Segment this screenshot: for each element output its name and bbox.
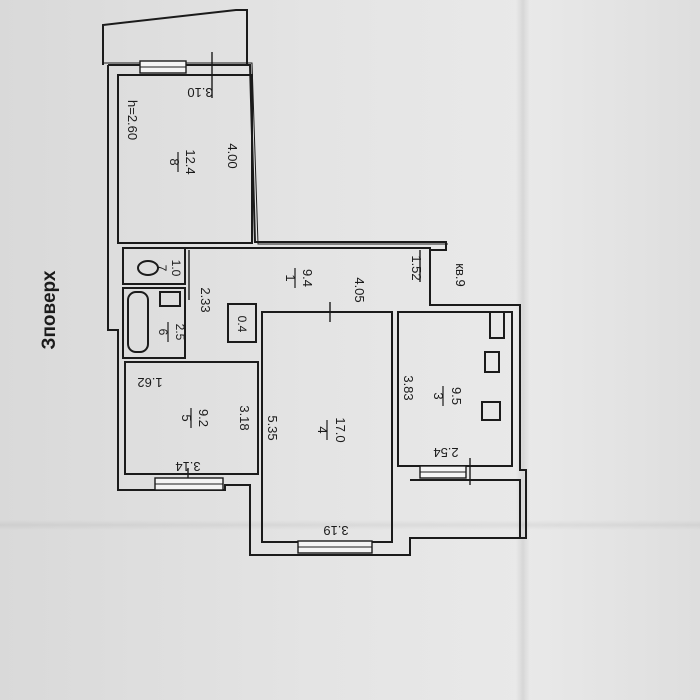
room-8-area: 12.4 [183,149,198,174]
room-5-area: 9.2 [196,409,211,427]
fridge-fixture [484,351,500,373]
ceiling-height-label: h=2.60 [125,100,140,140]
room-8-number: 8 [167,158,182,165]
dim-400: 4.00 [225,143,240,168]
room-8-outline [117,74,253,244]
balcony-outline [102,9,248,65]
bathtub-fixture [127,291,149,353]
paper-fold-horizontal [0,520,700,530]
dim-314: 3.14 [175,459,200,474]
room-7-number: 7 [155,265,169,272]
room-6-outline [122,287,186,359]
outer-wall-inner-line [104,62,448,245]
room-6-number: 6 [156,329,170,336]
lower-balcony-outline [410,479,521,538]
room-3-number: 3 [431,392,446,399]
radiator-fixture [489,311,505,339]
room-6-area: 2.5 [173,324,187,341]
room-1-number: 1 [283,274,298,281]
room-7-area: 1.0 [169,260,183,277]
room-7-outline [122,247,186,285]
dim-319: 3.19 [323,523,348,538]
shaft-outline [227,303,257,343]
side-label: Зповерх [39,270,60,349]
corridor-outline [185,247,431,305]
room-5-number: 5 [179,414,194,421]
dim-535: 5.35 [265,415,280,440]
outer-wall [107,64,527,556]
dim-233: 2.33 [198,287,213,312]
dim-152: 1.52 [409,255,424,280]
dim-310: 3.10 [187,85,212,100]
room-3-area: 9.5 [449,387,464,405]
dim-254: 2.54 [433,445,458,460]
stove-fixture [481,401,501,421]
room-4-number: 4 [315,426,330,433]
dim-405: 4.05 [352,277,367,302]
dim-04: 0.4 [235,316,249,333]
toilet-fixture [137,260,159,276]
dim-383: 3.83 [401,375,416,400]
room-1-area: 9.4 [300,269,315,287]
dim-318: 3.18 [237,405,252,430]
sink-fixture [159,291,181,307]
dim-162: 1.62 [137,375,162,390]
room-5-outline [124,361,259,475]
apartment-label: кв.9 [453,263,468,286]
room-4-area: 17.0 [333,417,348,442]
